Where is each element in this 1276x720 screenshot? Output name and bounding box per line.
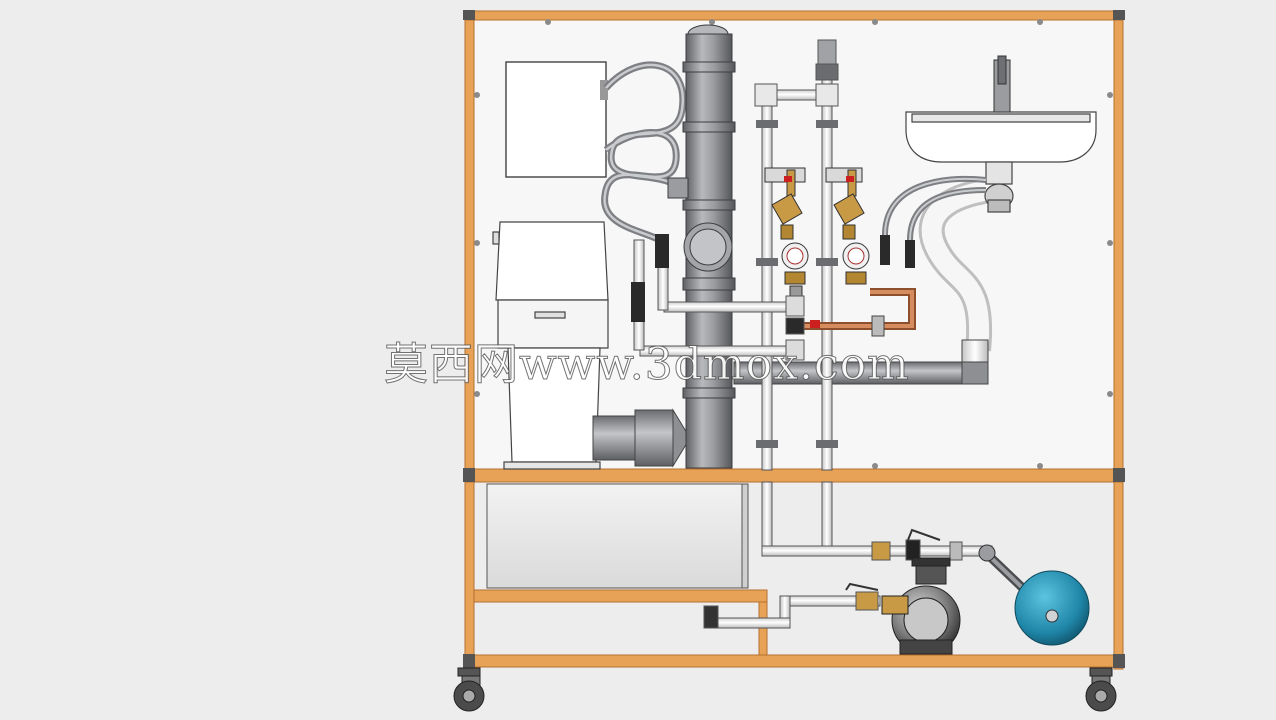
- toilet-icon: [492, 221, 609, 470]
- wash-basin-icon: [905, 111, 1097, 213]
- toilet-drain: [592, 408, 691, 468]
- basin-drain: [733, 177, 994, 385]
- pressure-tank-icon: [1014, 570, 1090, 646]
- valve-handles: [784, 176, 854, 328]
- caster-wheel-icon: [1085, 667, 1117, 712]
- faucet-icon: [993, 55, 1011, 113]
- water-tank-icon: [486, 483, 749, 589]
- angle-valves: [880, 235, 915, 268]
- lower-pipework: [703, 481, 993, 629]
- water-meter-icon: [764, 167, 809, 297]
- frame-icon: [464, 10, 1124, 670]
- caster-wheel-icon: [453, 667, 485, 712]
- copper-pipe: [800, 288, 916, 337]
- water-meter-icon: [825, 167, 870, 285]
- water-pump-icon: [881, 557, 961, 655]
- inline-valves: [631, 234, 669, 322]
- wall-cabinet-icon: [505, 61, 608, 178]
